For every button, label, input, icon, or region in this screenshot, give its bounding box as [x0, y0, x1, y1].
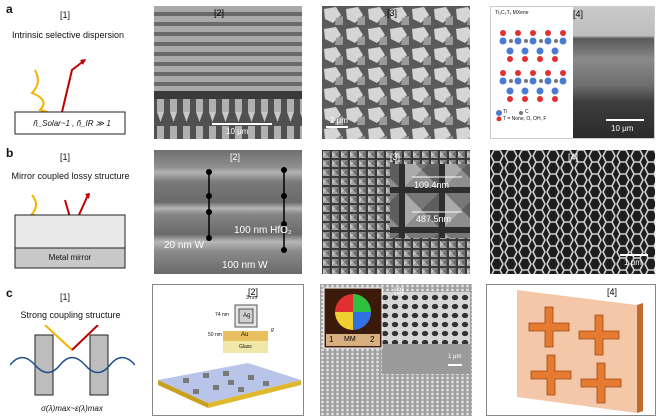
row-c-panel-3: [3] 1 MM 2 1 μm: [320, 284, 472, 416]
row-a-panel-2: [2] 10 μm: [154, 6, 302, 139]
row-b-panel-2-tag: [2]: [230, 152, 241, 162]
row-b-dim-gap: 109.4nm: [414, 180, 450, 190]
row-b-dim-period: 487.5nm: [416, 214, 452, 224]
row-b-panel-3: [3] 109.4nm 487.5nm: [322, 150, 470, 274]
row-c-scheme-diagram: [10, 325, 135, 396]
row-a-panel-4: Ti₃C₂Tₓ MXene Ti C T = None, O, OH, F [4…: [490, 6, 655, 139]
row-a-grating-image: [154, 6, 302, 139]
row-c-label-glass: Glass: [239, 344, 252, 350]
row-b-thickness-markers: [206, 167, 287, 253]
row-c-pillar-sem: [320, 284, 472, 416]
row-a-mxene-legend-t: T = None, O, OH, F: [503, 116, 547, 122]
row-b-scheme-tag: [1]: [59, 152, 70, 162]
row-c-cross-array: [517, 290, 643, 413]
row-a-mxene-title: Ti₃C₂Tₓ MXene: [495, 10, 529, 16]
row-a-panel-3-scalebar: [326, 126, 348, 128]
row-b-scheme-diagram: [14, 193, 126, 269]
row-a-panel-2-scale-label: 10 μm: [226, 127, 249, 136]
row-a-panel-3: [3] 2 μm: [322, 6, 470, 139]
row-c-panel-2: [2] 3 nm 74 nm Ag Au 50 nm Glass g: [152, 284, 304, 416]
row-c-panel-4: [4]: [486, 284, 656, 416]
row-c-label-ag: Ag: [243, 313, 251, 319]
row-b-panel-2: [2] 20 nm W 100 nm HfO₂ 100 nm W: [154, 150, 302, 274]
row-c-panel-3-tag: [3]: [394, 286, 405, 296]
row-c-panel-3-scale-label: 1 μm: [448, 354, 462, 360]
row-c-panel-2-tag: [2]: [248, 287, 259, 297]
row-a-scheme-diagram: [14, 59, 126, 135]
row-c-panel-4-tag: [4]: [607, 287, 618, 297]
row-a-letter: a: [6, 2, 13, 16]
row-c-ruler-2: 2: [370, 335, 375, 344]
row-c-nanocube-schematic: [158, 304, 301, 408]
row-a-panel-2-tag: [2]: [214, 8, 225, 18]
row-b-letter: b: [6, 146, 14, 160]
row-a-scheme-title: Intrinsic selective dispersion: [11, 30, 125, 40]
row-c-letter: c: [6, 286, 13, 300]
row-b-pyramid-array: [322, 150, 470, 274]
row-c-scheme-formula: σ(λ)max~ε(λ)max: [41, 404, 103, 413]
row-b-label-w-top: 20 nm W: [164, 240, 205, 251]
row-c-ruler-mm: MM: [344, 336, 356, 343]
row-b-label-w-bottom: 100 nm W: [222, 260, 268, 271]
row-a-rough-image: [322, 6, 470, 139]
row-a-panel-3-tag: [3]: [387, 8, 398, 18]
row-c-label-gap: 3 nm: [246, 295, 258, 301]
row-c-scheme-tag: [1]: [59, 292, 70, 302]
row-b-panel-4-scalebar: [620, 254, 648, 256]
row-a-scheme-tag: [1]: [59, 10, 70, 20]
row-b-panel-4-tag: [4]: [568, 152, 579, 162]
row-b-scheme-mirror: Metal mirror: [48, 253, 92, 262]
row-c-label-au: Au: [241, 332, 249, 338]
row-c-ruler-1: 1: [329, 335, 334, 344]
row-a-panel-3-scale-label: 2 μm: [330, 116, 348, 125]
row-a-mxene-lattice: [496, 30, 567, 121]
row-c-label-50nm: 50 nm: [208, 332, 222, 338]
row-b-label-hfo2: 100 nm HfO₂: [234, 225, 292, 236]
row-b-honeycomb-image: [490, 150, 655, 274]
row-c-label-g: g: [271, 327, 274, 333]
row-a-mxene-legend-c: C: [525, 109, 529, 115]
row-a-panel-4-scalebar: [606, 119, 644, 121]
row-a-mxene-legend-ti: Ti: [503, 109, 507, 115]
row-a-panel-4-scale-label: 10 μm: [611, 124, 634, 133]
row-b-panel-4-scale-label: 1 μm: [624, 258, 642, 267]
row-a-mxene-film: [573, 7, 654, 138]
row-c-label-74nm: 74 nm: [215, 312, 229, 318]
row-b-panel-3-tag: [3]: [390, 152, 401, 162]
row-a-scheme-formula: ñ_Solar~1 , ñ_IR ≫ 1: [33, 119, 111, 128]
row-c-panel-3-scalebar: [448, 364, 462, 366]
row-a-panel-4-tag: [4]: [573, 9, 584, 19]
row-a-panel-2-scalebar: [212, 123, 272, 125]
row-b-scheme-title: Mirror coupled lossy structure: [11, 171, 130, 181]
row-b-panel-4: [4] 1 μm: [490, 150, 655, 274]
row-c-scheme-title: Strong coupling structure: [20, 310, 121, 320]
